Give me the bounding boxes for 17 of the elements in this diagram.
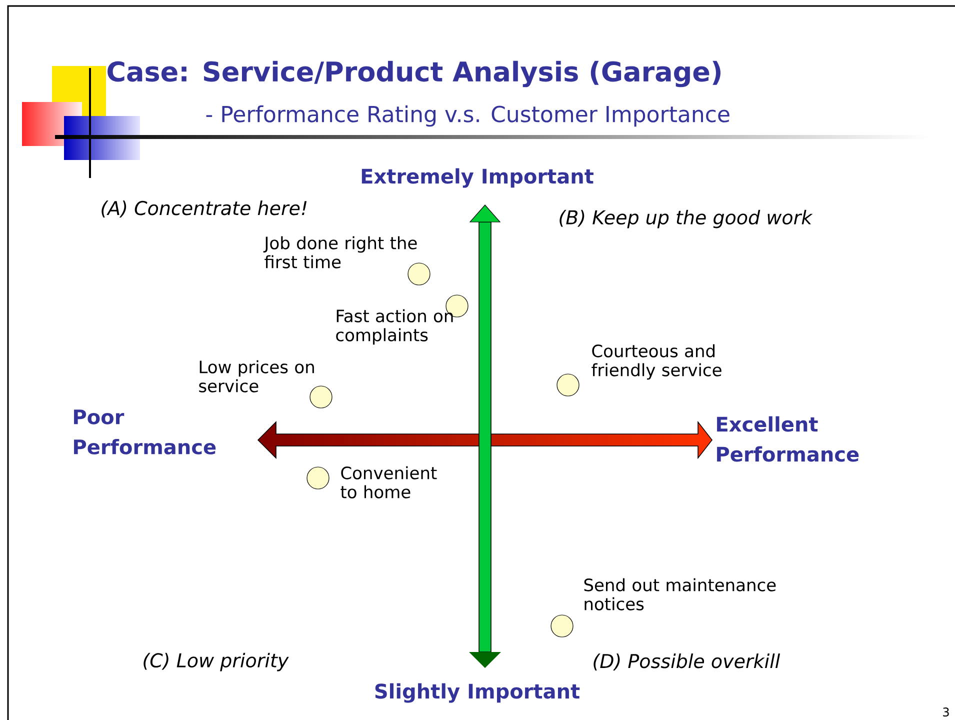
point-label: Send out maintenance notices xyxy=(584,578,776,610)
axis-label: Poor Performance xyxy=(74,410,216,454)
quadrant-label: (B) Keep up the good work xyxy=(560,210,813,228)
quadrant-label: (D) Possible overkill xyxy=(594,654,780,670)
point-label: Job done right the first time xyxy=(263,236,417,268)
point-label: Convenient to home xyxy=(340,466,437,498)
title: Case: Service/Product Analysis (Garage) xyxy=(108,60,720,88)
point-label: Courteous and friendly service xyxy=(592,344,722,380)
subtitle: - Performance Rating v.s. Customer Importance xyxy=(206,105,730,127)
point-label: Fast action on complaints xyxy=(336,309,453,345)
axis-label: Slightly Important xyxy=(375,683,580,703)
page-number: 3 xyxy=(943,707,949,717)
quadrant-label: (A) Concentrate here! xyxy=(102,200,307,218)
point-label: Low prices on service xyxy=(199,360,314,392)
axis-label: Extremely Important xyxy=(362,168,594,188)
axis-label: Excellent Performance xyxy=(717,416,859,462)
quadrant-label: (C) Low priority xyxy=(144,652,289,672)
